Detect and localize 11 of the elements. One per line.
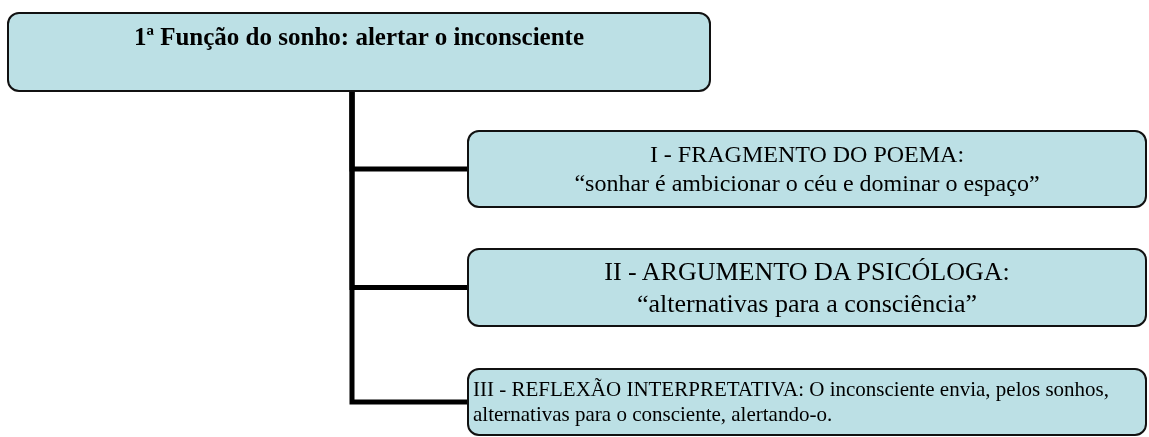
connector-line [349, 92, 467, 405]
topic-box [467, 248, 1147, 327]
topic-box [467, 130, 1147, 208]
box-text: “alternativas para a consciência” [637, 287, 977, 319]
box-text: 1ª Função do sonho: alertar o inconsciente [133, 22, 585, 52]
box-heading: I - FRAGMENTO DO POEMA: [649, 140, 965, 169]
box-heading: II - ARGUMENTO DA PSICÓLOGA: [604, 256, 1010, 288]
box-text: “sonhar é ambicionar o céu e dominar o espaço” [574, 169, 1040, 198]
topic-box [7, 12, 711, 92]
box-text: III - REFLEXÃO INTERPRETATIVA: O inconsciente envia, pelos sonhos, alternativas para o consciente, alertando-o. [473, 376, 1110, 428]
topic-box [467, 368, 1147, 436]
